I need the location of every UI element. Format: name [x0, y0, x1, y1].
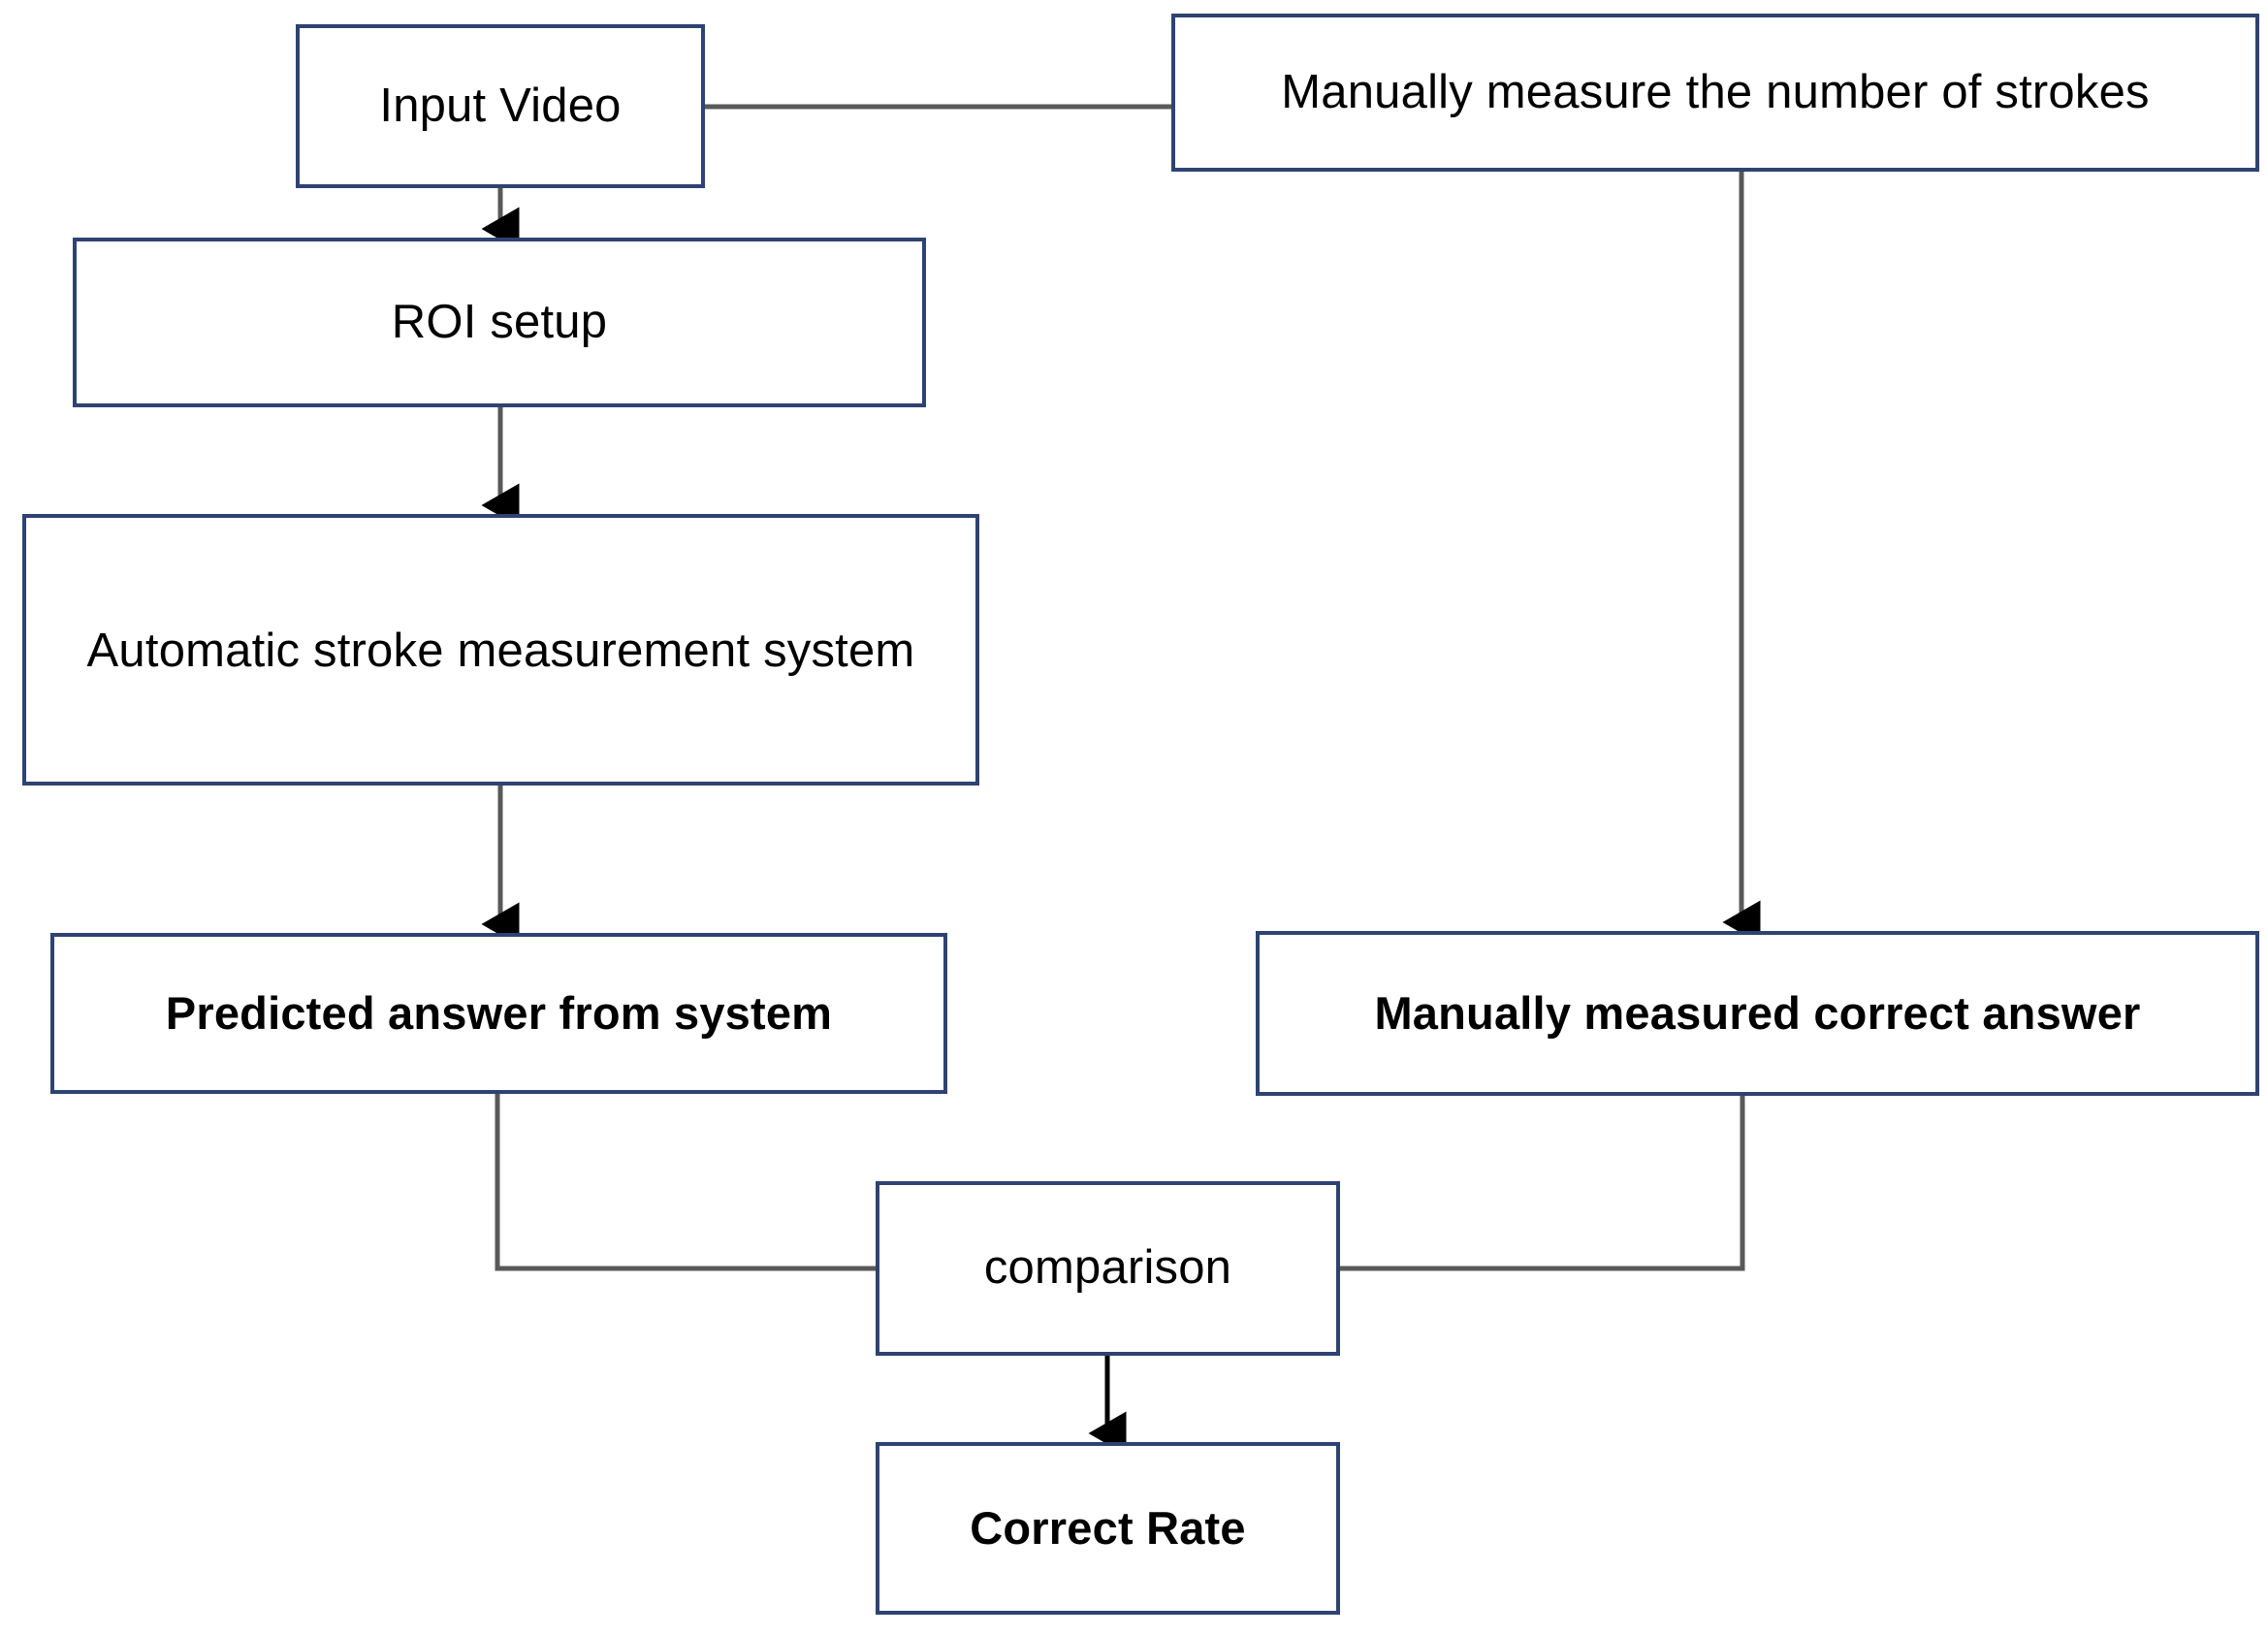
edge-predicted-to-comparison: [495, 1094, 876, 1271]
node-correct-rate-label: Correct Rate: [970, 1502, 1246, 1555]
node-manually-measure-strokes[interactable]: Manually measure the number of strokes: [1171, 14, 2259, 172]
edge-correct-to-comparison: [1340, 1096, 1745, 1271]
node-roi-setup[interactable]: ROI setup: [73, 238, 926, 407]
node-correct-rate[interactable]: Correct Rate: [876, 1442, 1340, 1615]
node-comparison[interactable]: comparison: [876, 1181, 1340, 1356]
node-predicted-answer-from-system-label: Predicted answer from system: [165, 987, 833, 1040]
node-automatic-stroke-measurement-system-label: Automatic stroke measurement system: [86, 625, 915, 678]
node-roi-setup-label: ROI setup: [391, 295, 608, 348]
node-manually-measured-correct-answer-label: Manually measured correct answer: [1374, 987, 2141, 1040]
node-manually-measure-strokes-label: Manually measure the number of strokes: [1281, 65, 2150, 118]
node-comparison-label: comparison: [983, 1241, 1232, 1295]
node-manually-measured-correct-answer[interactable]: Manually measured correct answer: [1256, 931, 2259, 1096]
node-predicted-answer-from-system[interactable]: Predicted answer from system: [50, 933, 947, 1094]
node-input-video-label: Input Video: [379, 79, 622, 132]
node-input-video[interactable]: Input Video: [296, 24, 705, 188]
node-automatic-stroke-measurement-system[interactable]: Automatic stroke measurement system: [22, 514, 979, 786]
